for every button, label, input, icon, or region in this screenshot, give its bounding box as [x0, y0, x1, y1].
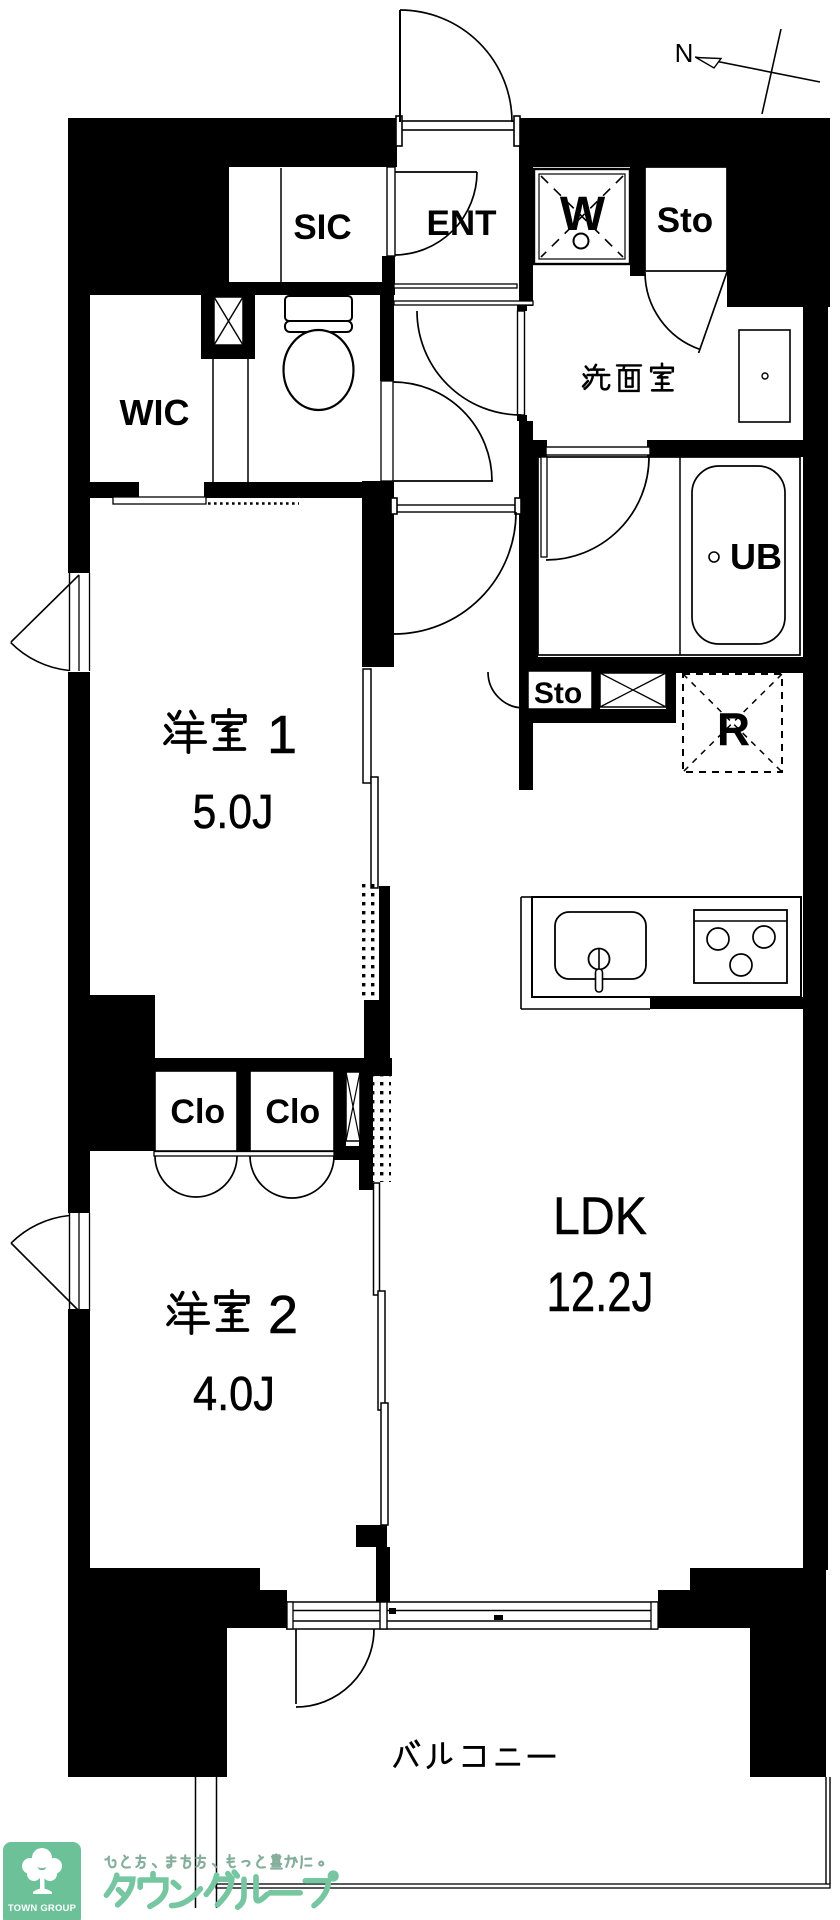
- svg-text:TOWN GROUP: TOWN GROUP: [8, 1903, 77, 1914]
- svg-text:LDK: LDK: [553, 1187, 647, 1246]
- svg-text:UB: UB: [730, 536, 782, 577]
- svg-text:Sto: Sto: [657, 201, 713, 240]
- svg-text:N: N: [675, 38, 694, 68]
- svg-text:WIC: WIC: [120, 392, 190, 433]
- svg-text:1: 1: [267, 705, 297, 765]
- svg-text:W: W: [560, 188, 606, 241]
- svg-text:Sto: Sto: [534, 677, 582, 710]
- svg-text:Clo: Clo: [170, 1093, 225, 1131]
- svg-text:R: R: [717, 703, 750, 755]
- svg-text:5.0J: 5.0J: [193, 786, 274, 839]
- svg-text:Clo: Clo: [265, 1093, 320, 1131]
- svg-text:2: 2: [268, 1285, 298, 1345]
- svg-text:SIC: SIC: [293, 208, 351, 247]
- svg-text:ENT: ENT: [427, 204, 497, 243]
- svg-text:12.2J: 12.2J: [547, 1260, 654, 1323]
- svg-text:4.0J: 4.0J: [193, 1368, 275, 1421]
